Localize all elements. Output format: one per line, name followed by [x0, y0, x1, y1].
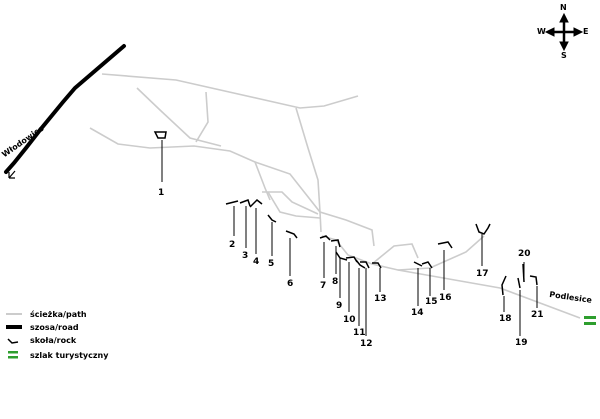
road	[4, 44, 126, 179]
trail-marker-icon	[8, 351, 18, 354]
rock-2-symbol	[225, 200, 239, 205]
rock-symbol-icon	[7, 338, 19, 344]
leader-lines	[161, 140, 538, 336]
rock-label-21: 21	[531, 310, 544, 320]
rock-label-14: 14	[411, 308, 424, 318]
rock-3-symbol	[239, 199, 251, 207]
rock-17-symbol	[475, 223, 491, 235]
rock-8-symbol	[330, 239, 341, 248]
rock-19-symbol	[517, 277, 521, 289]
legend-item-road: szosa/road	[22, 321, 79, 333]
legend-symbols	[6, 313, 22, 359]
rock-label-18: 18	[499, 314, 512, 324]
rock-label-11: 11	[353, 328, 366, 338]
legend-label-rock: skoła/rock	[30, 335, 77, 345]
rock-4-symbol	[249, 198, 263, 208]
rock-21-symbol	[529, 275, 538, 286]
legend-item-rock: skoła/rock	[22, 334, 76, 346]
trail-marker	[584, 316, 596, 325]
rock-label-20: 20	[518, 249, 531, 259]
rock-15-symbol	[421, 261, 433, 269]
compass-west-label: W	[537, 27, 546, 36]
rock-9-symbol	[335, 251, 348, 261]
rock-label-5: 5	[268, 259, 275, 269]
rock-label-10: 10	[343, 315, 356, 325]
rock-label-17: 17	[476, 269, 489, 279]
rock-label-13: 13	[374, 294, 387, 304]
rock-label-12: 12	[360, 339, 373, 349]
rock-7-symbol	[319, 235, 331, 241]
rock-12-symbol	[360, 261, 370, 269]
compass-east-label: E	[583, 27, 589, 36]
rock-5-symbol	[267, 214, 277, 223]
rock-label-15: 15	[425, 297, 438, 307]
legend-label-road: szosa/road	[30, 322, 79, 332]
rock-label-7: 7	[320, 281, 327, 291]
rock-label-1: 1	[158, 188, 165, 198]
rock-14-symbol	[413, 261, 423, 267]
rock-label-19: 19	[515, 338, 528, 348]
rock-13-symbol	[372, 262, 382, 269]
legend-item-trail: szlak turystyczny	[22, 349, 108, 361]
path-network	[89, 73, 581, 319]
legend-label-trail: szlak turystyczny	[30, 350, 109, 360]
compass-icon	[544, 12, 584, 52]
rock-label-16: 16	[439, 293, 452, 303]
rocks	[153, 131, 538, 296]
rock-label-2: 2	[229, 240, 236, 250]
rock-1-symbol	[153, 131, 167, 139]
rock-label-3: 3	[242, 251, 249, 261]
rock-11-symbol	[355, 259, 366, 269]
rock-label-6: 6	[287, 279, 294, 289]
rock-label-4: 4	[253, 257, 260, 267]
rock-18-symbol	[501, 275, 507, 296]
rock-label-8: 8	[332, 277, 339, 287]
compass-north-label: N	[560, 3, 567, 12]
rock-16-symbol	[437, 241, 453, 249]
legend-item-path: ścieżka/path	[22, 308, 87, 320]
rock-6-symbol	[285, 230, 298, 239]
rock-label-9: 9	[336, 301, 343, 311]
legend-label-path: ścieżka/path	[30, 309, 87, 319]
compass-south-label: S	[561, 51, 567, 60]
